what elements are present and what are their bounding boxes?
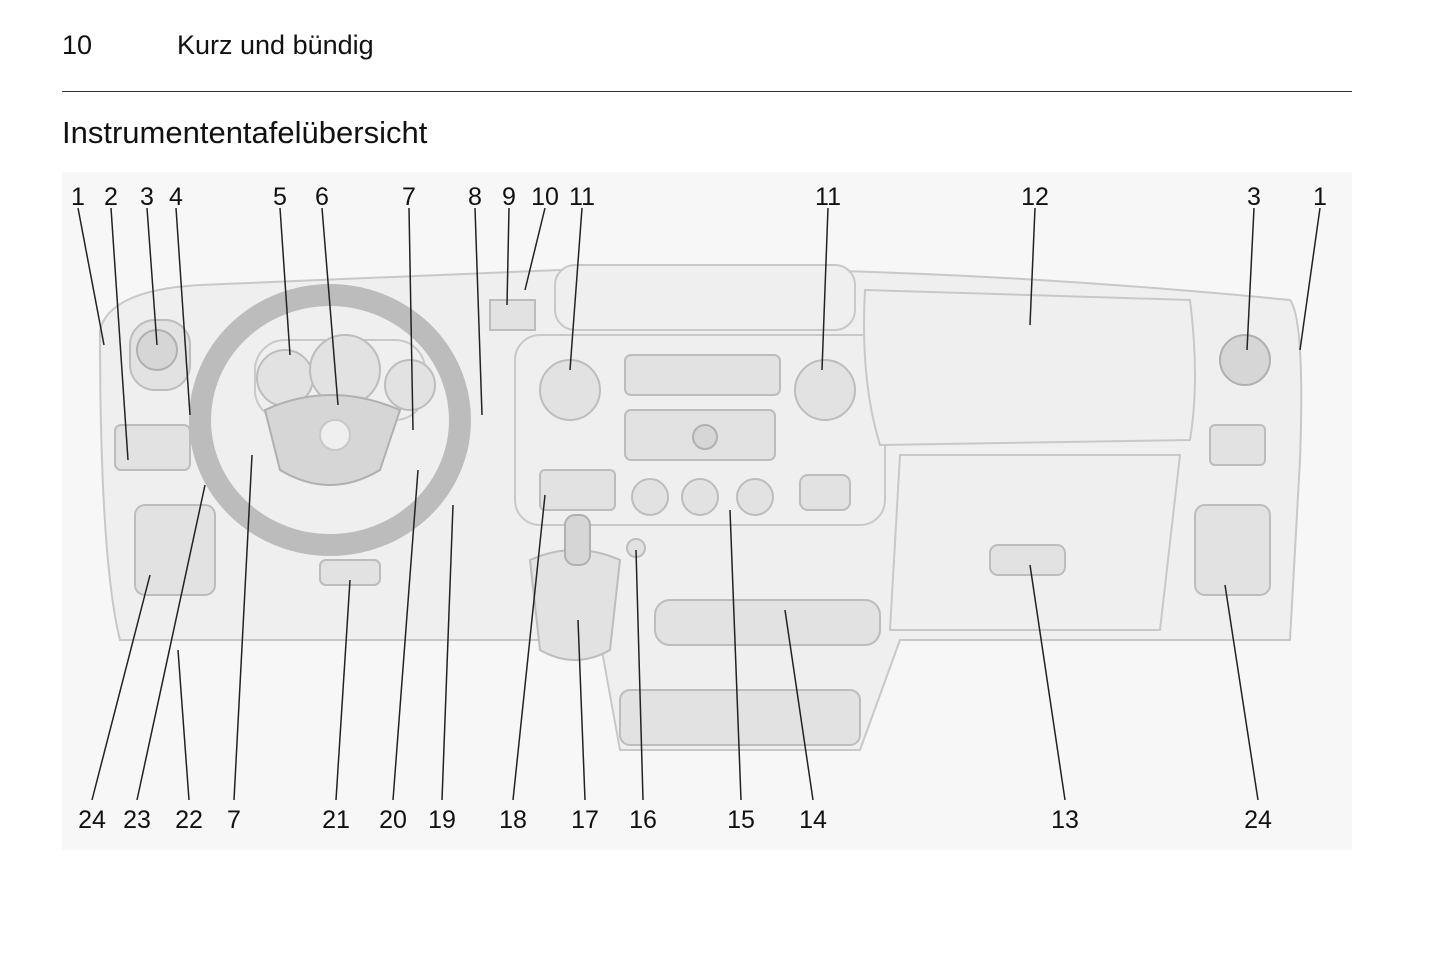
callout-label: 7 xyxy=(227,806,241,834)
callout-label: 3 xyxy=(140,183,154,211)
callout-label: 7 xyxy=(402,183,416,211)
top-callout-labels: 1 2 3 4 5 6 7 8 9 10 11 11 12 3 1 xyxy=(71,183,1327,211)
callout-label: 2 xyxy=(104,183,118,211)
callout-label: 15 xyxy=(727,806,755,834)
callout-label: 18 xyxy=(499,806,527,834)
callout-label: 6 xyxy=(315,183,329,211)
callout-label: 1 xyxy=(1313,183,1327,211)
page-title: Instrumententafelübersicht xyxy=(62,115,428,150)
callout-label: 12 xyxy=(1021,183,1049,211)
leader-lines xyxy=(77,207,1321,801)
callout-label: 19 xyxy=(428,806,456,834)
dashboard-illustration xyxy=(98,264,1303,751)
callout-label: 17 xyxy=(571,806,599,834)
callout-label: 24 xyxy=(78,806,106,834)
callout-label: 16 xyxy=(629,806,657,834)
callout-label: 20 xyxy=(379,806,407,834)
callout-label: 24 xyxy=(1244,806,1272,834)
bottom-callout-labels: 24 23 22 7 21 20 19 18 17 16 15 14 13 24 xyxy=(78,806,1272,834)
callout-label: 1 xyxy=(71,183,85,211)
callout-label: 11 xyxy=(569,183,595,211)
callout-label: 14 xyxy=(799,806,827,834)
callout-label: 8 xyxy=(468,183,482,211)
callout-label: 11 xyxy=(815,183,841,211)
callout-label: 13 xyxy=(1051,806,1079,834)
header-divider xyxy=(62,91,1352,92)
callout-label: 10 xyxy=(531,183,559,211)
callout-label: 9 xyxy=(502,183,516,211)
section-title: Kurz und bündig xyxy=(177,30,374,60)
page-number: 10 xyxy=(62,30,93,60)
callout-label: 22 xyxy=(175,806,203,834)
callout-label: 21 xyxy=(322,806,350,834)
callout-label: 23 xyxy=(123,806,151,834)
callout-label: 5 xyxy=(273,183,287,211)
callout-label: 4 xyxy=(169,183,183,211)
callout-label: 3 xyxy=(1247,183,1261,211)
